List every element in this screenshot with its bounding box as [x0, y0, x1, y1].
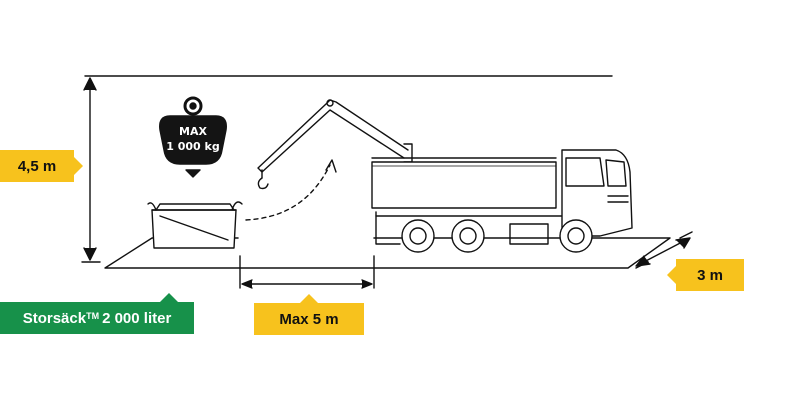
reach-dimension-arrow — [239, 255, 375, 289]
width-dimension-arrow — [635, 231, 693, 269]
big-bag-name: Storsäck — [22, 309, 87, 327]
ground-area — [104, 237, 671, 269]
reach-label: Max 5 m — [254, 294, 364, 335]
truck-icon — [238, 149, 633, 253]
max-weight-line1: MAX — [179, 125, 207, 138]
max-weight-line2: 1 000 kg — [166, 140, 220, 153]
big-bag-volume: 2 000 liter — [102, 309, 172, 327]
big-bag-icon — [147, 201, 243, 249]
crane-hook-icon — [257, 177, 269, 190]
height-dimension-arrow — [81, 77, 101, 263]
crane-arm — [257, 99, 413, 190]
max-weight-tag — [159, 96, 227, 178]
lift-path — [245, 164, 331, 221]
height-label: 4,5 m — [0, 150, 83, 182]
lift-path-arrowhead — [325, 159, 337, 173]
trademark-mark: TM — [86, 311, 100, 321]
width-label: 3 m — [667, 259, 744, 291]
